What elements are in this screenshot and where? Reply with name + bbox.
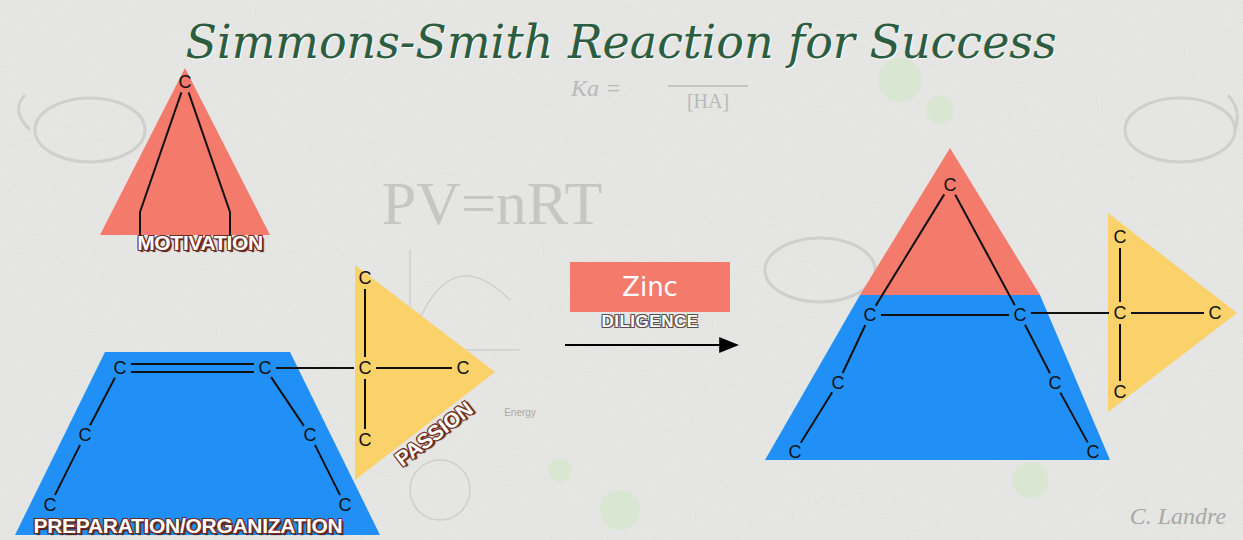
bond-line xyxy=(1119,324,1121,381)
atom-label: C xyxy=(789,442,802,463)
equation-watermark: Ka = xyxy=(571,75,621,102)
bond-line xyxy=(90,378,115,426)
bond-line xyxy=(801,392,832,442)
reaction-arrow xyxy=(565,344,737,346)
atom-label: C xyxy=(1114,227,1127,248)
shape-fill xyxy=(100,68,270,235)
atom-label: C xyxy=(359,430,372,451)
atom-label: C xyxy=(304,425,317,446)
atom-label: C xyxy=(944,175,957,196)
bond-line xyxy=(140,92,181,212)
atom-label: C xyxy=(832,373,845,394)
author-signature: C. Landre xyxy=(1130,503,1226,530)
atom-label: C xyxy=(457,358,470,379)
atom-label: C xyxy=(359,358,372,379)
atom-label: C xyxy=(1114,303,1127,324)
bond-line xyxy=(1131,312,1204,314)
bond-line xyxy=(131,363,254,365)
bond-line xyxy=(843,325,866,373)
product-passion-triangle: C C C C xyxy=(1103,208,1240,418)
bond-line xyxy=(315,445,340,495)
bond-line xyxy=(55,445,80,495)
preparation-trapezoid: CCCCCCPREPARATION/ORGANIZATION xyxy=(10,345,385,540)
shape-fill xyxy=(355,265,495,480)
atom-label: C xyxy=(259,358,272,379)
motivation-triangle: C MOTIVATION xyxy=(95,62,310,256)
product-motivation-triangle: C xyxy=(855,145,1045,297)
bond-line xyxy=(131,371,254,373)
atom-label: C xyxy=(864,305,877,326)
bond-line xyxy=(364,289,366,357)
shape-fill xyxy=(860,148,1040,295)
bond-line xyxy=(376,367,452,369)
shape-fill xyxy=(1108,213,1237,412)
caption-label: MOTIVATION xyxy=(137,231,263,255)
equation-watermark: PV=nRT xyxy=(382,168,603,239)
atom-label: C xyxy=(1114,382,1127,403)
passion-triangle: CCCCPASSION xyxy=(350,262,500,484)
atom-label: C xyxy=(339,495,352,516)
bond-line xyxy=(881,314,1009,316)
atom-label: C xyxy=(79,425,92,446)
shape-fill xyxy=(765,295,1110,460)
fraction-bar xyxy=(668,85,748,87)
atom-label: C xyxy=(44,495,57,516)
shape-outline xyxy=(855,145,1045,297)
shape-fill xyxy=(15,352,380,535)
shape-outline xyxy=(95,62,310,256)
atom-label: C xyxy=(179,72,192,93)
reagent-label: Zinc xyxy=(622,272,678,302)
atom-label: C xyxy=(359,268,372,289)
caption-label: PREPARATION/ORGANIZATION xyxy=(34,514,343,538)
product-preparation-trapezoid: C C C C C C xyxy=(760,292,1115,464)
atom-label: C xyxy=(1209,303,1222,324)
bond-line xyxy=(955,195,1015,306)
atom-label: C xyxy=(1014,305,1027,326)
bond-line xyxy=(271,377,304,426)
equation-watermark: [HA] xyxy=(687,90,729,113)
atom-label: C xyxy=(114,358,127,379)
bond-line xyxy=(876,194,944,305)
bond-line xyxy=(1119,248,1121,302)
bond-line xyxy=(189,92,230,212)
reagent-box-fill xyxy=(570,262,730,312)
shape-outline xyxy=(10,345,385,540)
bond-line xyxy=(364,379,366,429)
bond-line xyxy=(1025,325,1050,373)
atom-label: C xyxy=(1087,442,1100,463)
atom-label: C xyxy=(1049,373,1062,394)
reagent-box: ZincDILIGENCE xyxy=(570,262,730,334)
title: Simmons-Smith Reaction for Success xyxy=(185,15,1056,69)
bond-line xyxy=(1060,393,1087,443)
caption-label: DILIGENCE xyxy=(601,312,698,332)
axis-watermark: Energy xyxy=(504,407,536,418)
bond-line xyxy=(1031,312,1109,314)
bond-line xyxy=(276,367,354,369)
shape-outline xyxy=(760,292,1115,464)
